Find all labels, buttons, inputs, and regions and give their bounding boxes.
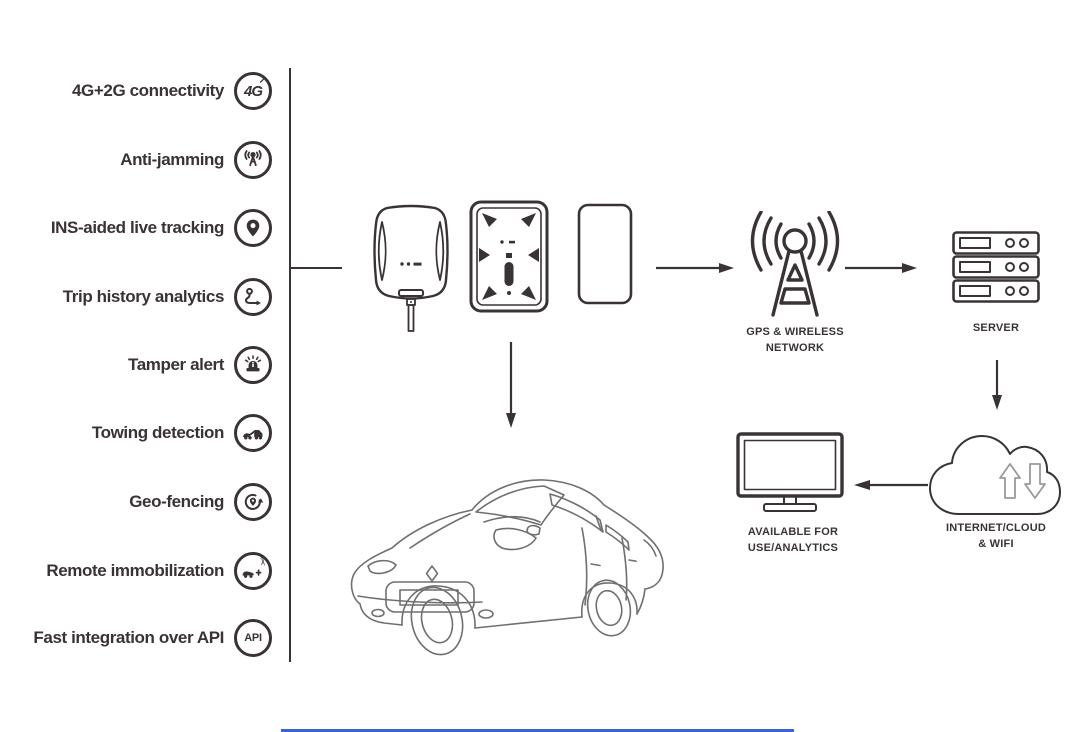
antenna-jamming-icon — [234, 141, 272, 179]
feature-anti-jamming: Anti-jamming — [18, 140, 272, 180]
server-label: SERVER — [972, 322, 1020, 334]
compact-gps-tracker-device — [577, 203, 633, 310]
desktop-monitor-icon — [736, 432, 848, 519]
feature-label: Remote immobilization — [46, 561, 224, 580]
location-pin-icon — [234, 209, 272, 247]
server-rack-icon — [952, 231, 1040, 308]
feature-live-tracking: INS-aided live tracking — [18, 208, 272, 248]
feature-label: 4G+2G connectivity — [71, 81, 224, 100]
arrow-server-to-cloud — [990, 360, 1004, 415]
tow-truck-icon — [234, 414, 272, 452]
network-label: GPS & WIRELESS NETWORK — [746, 326, 844, 354]
cloud-sync-icon — [926, 426, 1064, 523]
magnetic-gps-tracker-device — [469, 200, 549, 318]
feature-api-integration: Fast integration over API API — [18, 618, 272, 658]
sedan-car-illustration — [344, 470, 676, 669]
analytics-label: AVAILABLE FOR USE/ANALYTICS — [747, 526, 839, 554]
arrow-device-to-vehicle — [504, 342, 518, 433]
feature-tamper-alert: Tamper alert — [18, 345, 272, 385]
divider-to-devices-connector — [291, 267, 342, 269]
geofence-icon — [234, 483, 272, 521]
cloud-label: INTERNET/CLOUD & WIFI — [946, 522, 1046, 550]
feature-label: Geo-fencing — [129, 492, 224, 511]
scissors-glyph — [256, 557, 267, 566]
feature-label: Tamper alert — [128, 355, 224, 374]
arrow-cloud-to-analytics — [854, 478, 928, 497]
4g-arrow-icon: 4G ↗ — [234, 72, 272, 110]
feature-remote-immobilization: Remote immobilization — [18, 551, 272, 591]
immobilizer-icon — [234, 552, 272, 590]
feature-label: Towing detection — [91, 423, 225, 442]
sidebar-divider-line — [289, 68, 291, 662]
feature-label: INS-aided live tracking — [50, 218, 225, 237]
feature-geo-fencing: Geo-fencing — [18, 482, 272, 522]
feature-towing-detection: Towing detection — [18, 413, 272, 453]
feature-label: Anti-jamming — [120, 150, 224, 169]
arrow-devices-to-network — [656, 261, 734, 280]
radio-tower-icon — [743, 210, 847, 326]
route-history-icon — [234, 278, 272, 316]
feature-trip-history: Trip history analytics — [18, 277, 272, 317]
arrow-network-to-server — [845, 261, 917, 280]
siren-icon — [234, 346, 272, 384]
api-icon: API — [234, 619, 272, 657]
bottom-blue-bar — [281, 729, 794, 732]
feature-label: Trip history analytics — [62, 287, 225, 306]
feature-label: Fast integration over API — [33, 628, 224, 647]
feature-4g-connectivity: 4G+2G connectivity 4G ↗ — [18, 71, 272, 111]
wired-gps-tracker-device — [372, 202, 450, 339]
